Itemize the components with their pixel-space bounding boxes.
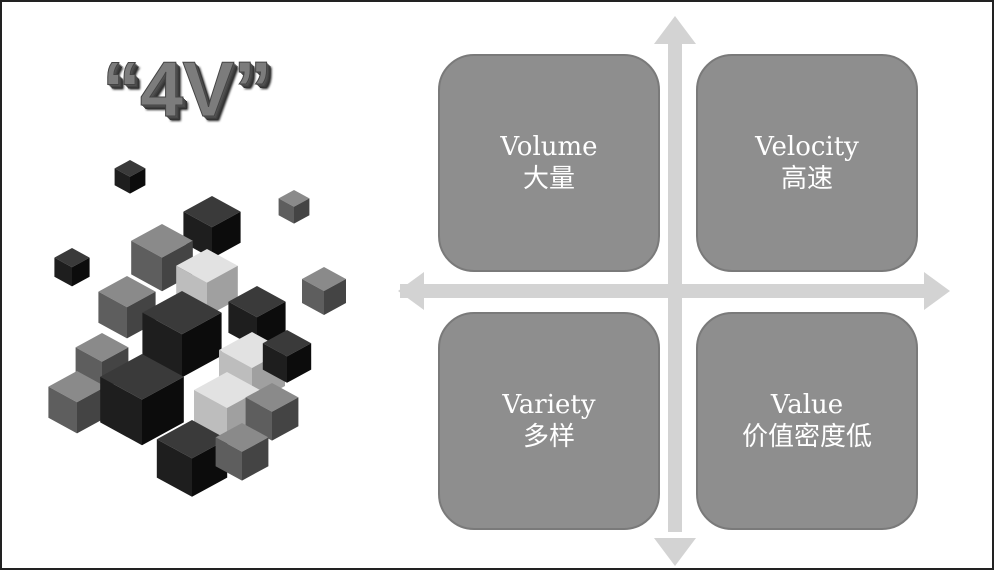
quadrant-variety: Variety 多样: [438, 312, 660, 530]
quadrant-volume: Volume 大量: [438, 54, 660, 272]
quadrant-variety-zh: 多样: [522, 422, 575, 452]
quadrant-volume-zh: 大量: [522, 164, 575, 194]
quadrant-value-en: Value: [770, 389, 844, 420]
quadrant-value: Value 价值密度低: [696, 312, 918, 530]
quadrant-velocity: Velocity 高速: [696, 54, 918, 272]
quadrant-volume-en: Volume: [500, 131, 598, 162]
quadrant-variety-en: Variety: [502, 389, 596, 420]
quadrant-velocity-zh: 高速: [780, 164, 833, 194]
diagram-title: “4V”: [101, 45, 272, 133]
quadrant-velocity-en: Velocity: [755, 131, 859, 162]
quadrant-value-zh: 价值密度低: [741, 422, 872, 452]
